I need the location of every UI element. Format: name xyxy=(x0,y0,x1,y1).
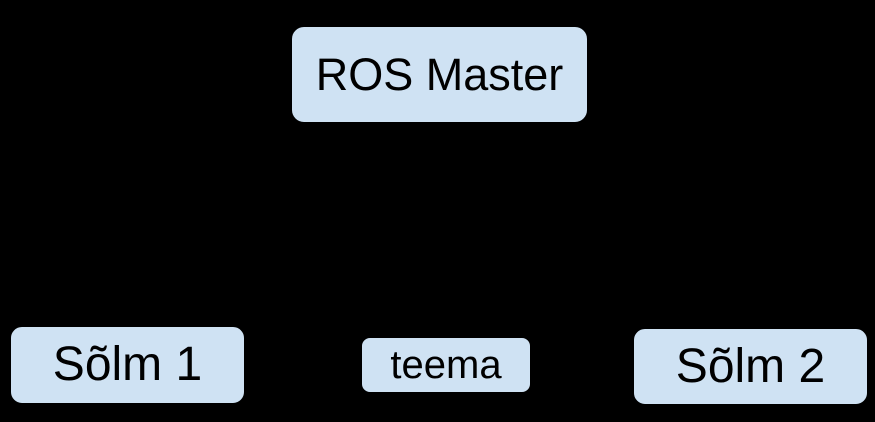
topic-teema: teema xyxy=(361,337,531,393)
node-ros-master: ROS Master xyxy=(291,26,588,123)
node-solm-2: Sõlm 2 xyxy=(633,328,868,405)
topic-teema-label: teema xyxy=(390,343,502,387)
node-ros-master-label: ROS Master xyxy=(315,49,564,100)
node-solm-2-label: Sõlm 2 xyxy=(675,339,826,393)
node-solm-1-label: Sõlm 1 xyxy=(52,338,203,391)
node-solm-1: Sõlm 1 xyxy=(10,326,245,404)
